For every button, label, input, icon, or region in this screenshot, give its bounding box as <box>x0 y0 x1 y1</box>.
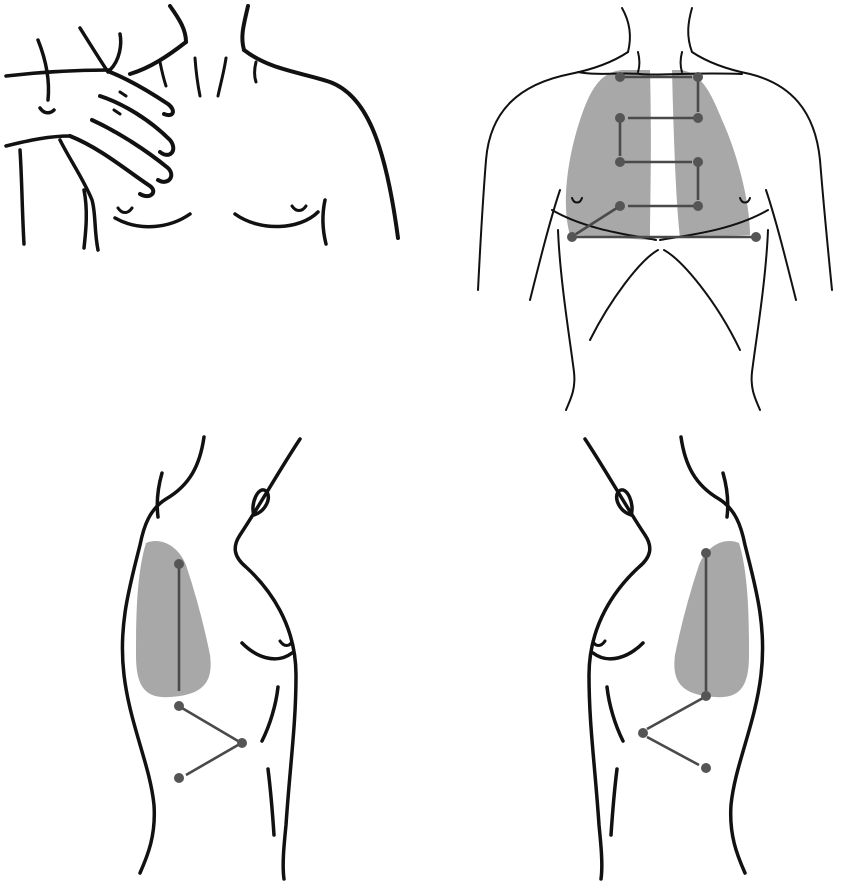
percussion-point <box>615 201 625 211</box>
left-lateral-svg <box>100 425 330 881</box>
torso-outline <box>478 8 832 410</box>
percussion-point <box>615 157 625 167</box>
percussion-point <box>615 72 625 82</box>
percussion-point <box>701 763 711 773</box>
percussion-point <box>701 691 711 701</box>
left-lateral-panel <box>100 425 330 881</box>
percussion-point <box>751 232 761 242</box>
percussion-point <box>701 548 711 558</box>
anterior-chest-svg <box>460 0 844 420</box>
right-lateral-panel <box>555 425 785 881</box>
anterior-chest-panel <box>460 0 844 420</box>
hand-percussion-panel <box>0 0 420 260</box>
right-lateral-svg <box>555 425 785 881</box>
lung-field-lateral <box>674 541 749 697</box>
percussion-point <box>615 113 625 123</box>
lung-field-lateral <box>136 541 211 697</box>
percussion-point <box>693 157 703 167</box>
percussion-point <box>567 232 577 242</box>
percussion-point <box>174 559 184 569</box>
percussion-point <box>638 728 648 738</box>
hand-outline <box>6 28 173 250</box>
percussion-point <box>174 701 184 711</box>
percussion-point <box>693 201 703 211</box>
percussion-point <box>174 773 184 783</box>
torso-outline <box>115 6 398 244</box>
left-lung-field <box>672 70 750 238</box>
lung-fields <box>566 70 750 240</box>
percussion-point <box>693 72 703 82</box>
percussion-point <box>237 738 247 748</box>
percussion-point <box>693 113 703 123</box>
hand-percussion-svg <box>0 0 420 260</box>
